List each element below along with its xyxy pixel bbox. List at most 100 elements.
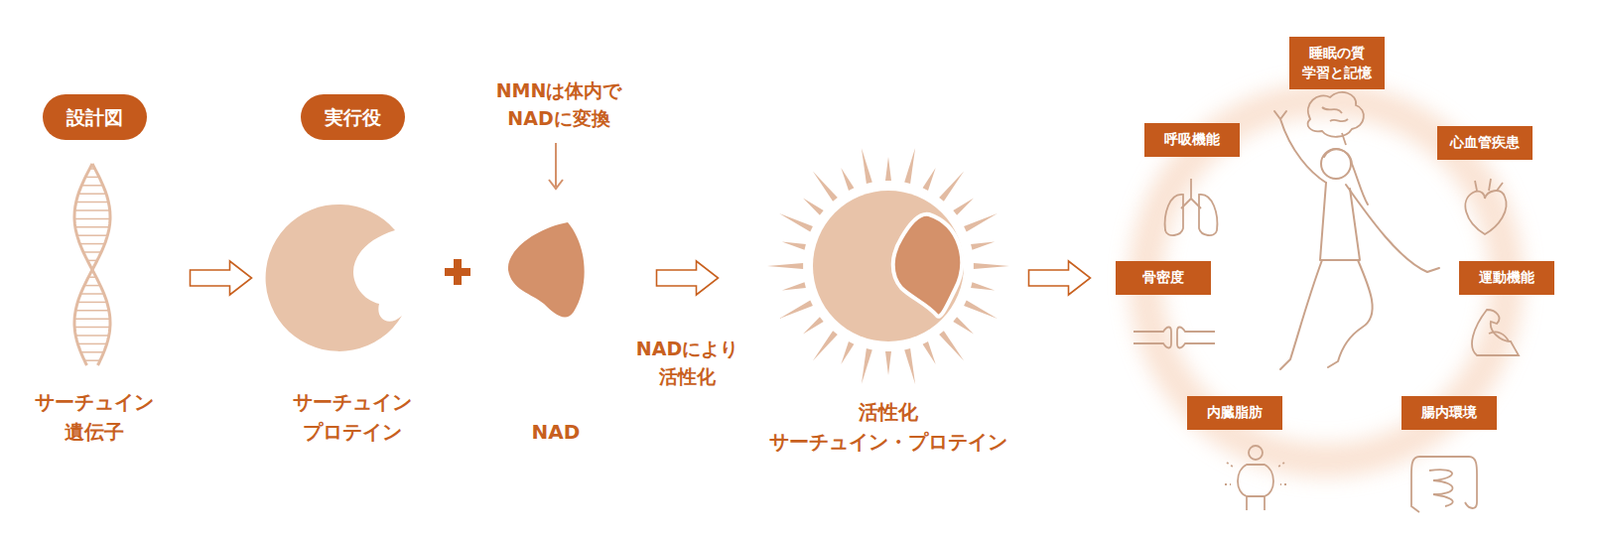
joint-icon <box>1133 327 1215 349</box>
edge-label: NADにより 活性化 <box>633 335 742 391</box>
helix-rung <box>80 243 106 246</box>
muscle-icon <box>1471 309 1519 356</box>
text-line: 骨密度 <box>1127 267 1200 288</box>
sun-ray <box>904 147 916 184</box>
stage-label: サーチュイン プロテイン <box>292 387 412 447</box>
helix-rung <box>92 267 94 270</box>
text-line: 活性化 <box>636 363 739 392</box>
helix-strand <box>74 163 111 366</box>
text-line: 設計図 <box>66 94 124 140</box>
activated-protein <box>812 190 964 342</box>
effect-label: 運動機能 <box>1470 267 1543 288</box>
jumping-person <box>1274 111 1440 370</box>
intestine-icon <box>1411 456 1477 513</box>
helix-rung <box>77 343 107 346</box>
helix-rung <box>80 292 105 295</box>
gene-stage: 設計図サーチュイン 遺伝子 <box>19 94 169 447</box>
sun-ray <box>861 147 873 184</box>
effect-label: 呼吸機能 <box>1156 130 1228 150</box>
effect-box: 心血管疾患 <box>1437 126 1533 160</box>
sun-ray <box>812 171 838 202</box>
effect-label: 内臓脂肪 <box>1199 402 1271 423</box>
text-line: NAD <box>532 416 581 447</box>
sun-ray <box>952 197 974 215</box>
helix-rung <box>81 184 104 187</box>
block-arrow <box>657 261 719 295</box>
effect-label: 心血管疾患 <box>1449 133 1521 153</box>
down-arrow <box>548 142 563 189</box>
sun-ray <box>767 263 803 269</box>
text-line: プロテイン <box>292 416 412 447</box>
text-line: 学習と記憶 <box>1301 63 1373 84</box>
block-arrow <box>190 261 253 295</box>
sun-ray <box>802 316 824 334</box>
nad-stage: NAD <box>496 213 616 447</box>
helix-rung <box>87 260 98 263</box>
effect-ring: 睡眠の質 学習と記憶呼吸機能 心血管疾患骨密度 運動機能内臓脂肪 腸内環境 <box>1101 35 1589 533</box>
sun-ray <box>923 341 936 365</box>
helix-rung <box>77 234 109 237</box>
helix-rung <box>75 334 109 337</box>
text-line: 睡眠の質 <box>1301 43 1373 64</box>
protein-stage: 実行役サーチュイン プロテイン <box>272 94 432 447</box>
activated-stage: 活性化 サーチュイン・プロテイン <box>759 138 1018 457</box>
text-line: サーチュイン <box>34 387 154 417</box>
lungs-icon <box>1165 178 1218 236</box>
sun-ray <box>938 171 964 202</box>
helix-rung <box>77 301 107 304</box>
sun-ray <box>963 300 998 319</box>
effect-box: 腸内環境 <box>1401 396 1497 430</box>
sun-ray <box>861 348 873 385</box>
sun-ray <box>963 213 998 232</box>
stage-label: NAD <box>532 416 581 447</box>
helix-rung <box>89 167 95 170</box>
helix-rung <box>75 309 110 312</box>
text-line: NMNは体内で <box>496 77 623 106</box>
sun-ray <box>802 197 824 215</box>
helix-rung <box>74 326 111 329</box>
text-line: サーチュイン <box>292 387 412 417</box>
helix-strand <box>74 163 111 366</box>
text-line: NADにより <box>636 335 739 364</box>
nad-shape <box>508 222 585 317</box>
sun-ray <box>840 167 854 191</box>
text-line: 活性化 <box>769 397 1008 427</box>
text-line: 運動機能 <box>1470 267 1543 288</box>
helix-rung <box>78 192 107 195</box>
effect-box: 呼吸機能 <box>1144 123 1240 157</box>
effect-box: 骨密度 <box>1115 261 1211 295</box>
heart-icon <box>1465 178 1506 235</box>
sun-rays <box>767 147 1010 385</box>
helix-rung <box>83 251 102 254</box>
helix-rung <box>75 226 110 229</box>
text-line: サーチュイン・プロテイン <box>769 426 1008 457</box>
helix-rung <box>74 218 111 221</box>
role-pill: 実行役 <box>300 94 405 140</box>
note-label: NMNは体内で NADに変換 <box>493 77 626 133</box>
sun-ray <box>970 281 995 290</box>
sun-ray <box>938 330 964 361</box>
text-line: 遺伝子 <box>34 416 154 447</box>
helix-rung <box>84 284 101 287</box>
helix-rung <box>74 209 110 212</box>
helix-rung <box>85 176 100 179</box>
protein-shape <box>266 204 402 352</box>
helix-rung <box>74 317 111 320</box>
sun-ray <box>973 263 1010 269</box>
sun-ray <box>904 348 916 385</box>
effect-box: 運動機能 <box>1459 261 1555 295</box>
effect-label: 腸内環境 <box>1413 402 1485 423</box>
effect-box: 睡眠の質 学習と記憶 <box>1289 36 1385 90</box>
body-icon <box>1224 445 1287 511</box>
text-line: 心血管疾患 <box>1449 133 1521 153</box>
sun-ray <box>779 213 813 232</box>
sun-ray <box>923 167 936 191</box>
sun-ray <box>782 242 806 251</box>
text-line: NADに変換 <box>496 105 623 134</box>
effect-label: 睡眠の質 学習と記憶 <box>1301 43 1373 83</box>
sun-ray <box>782 281 806 290</box>
dna-helix <box>74 163 111 366</box>
helix-rung <box>84 359 101 362</box>
sun-ray <box>952 316 974 334</box>
bound-nad <box>893 214 962 317</box>
